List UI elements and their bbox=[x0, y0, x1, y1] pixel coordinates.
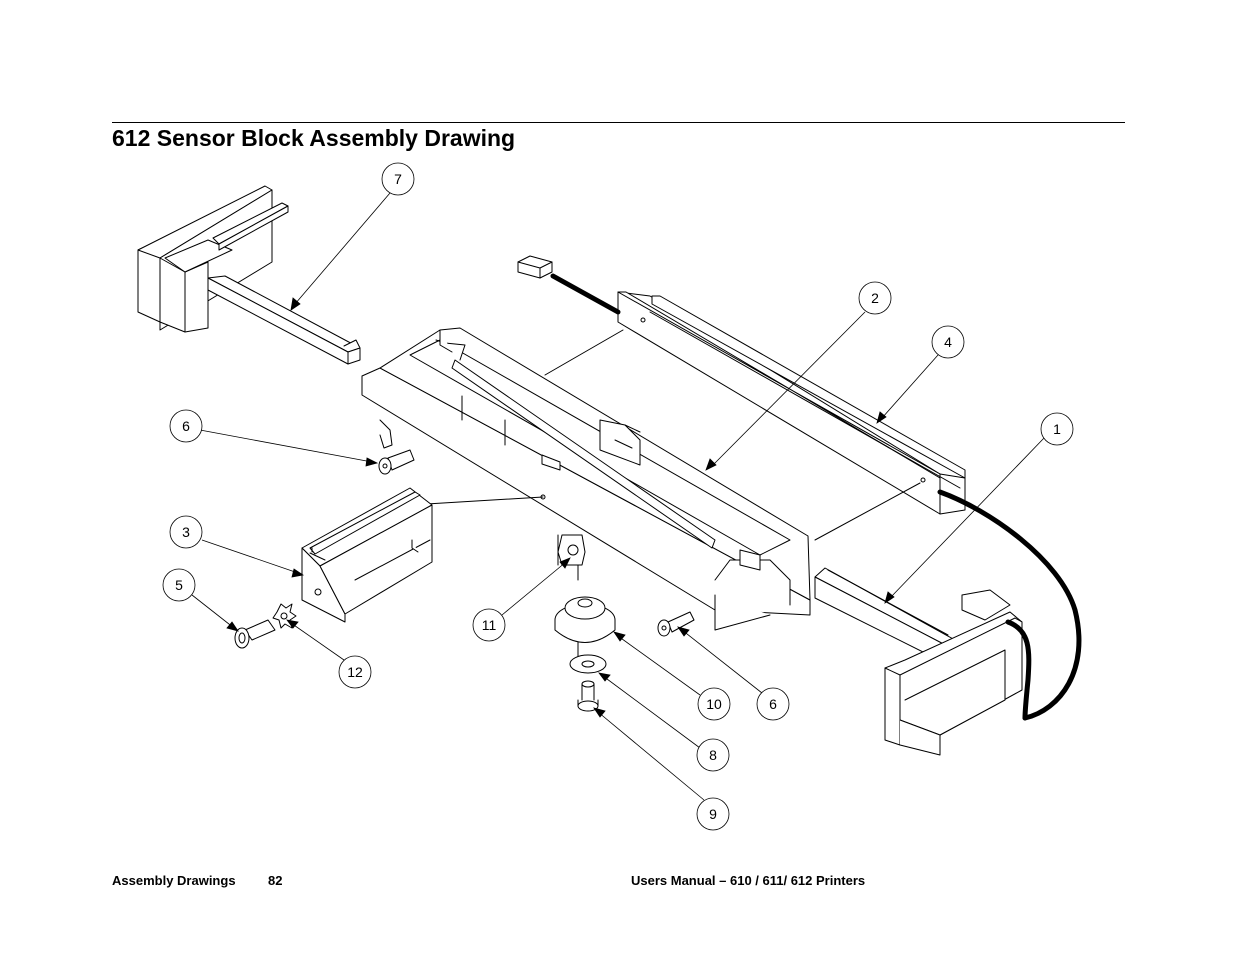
callout-6-left: 6 bbox=[169, 409, 203, 443]
callout-7: 7 bbox=[381, 162, 415, 196]
footer-section-title: Assembly Drawings bbox=[112, 873, 236, 888]
part-screw-6-left bbox=[378, 449, 415, 475]
page-title: 612 Sensor Block Assembly Drawing bbox=[112, 125, 516, 151]
part-left-bracket bbox=[137, 185, 361, 365]
part-right-bracket bbox=[814, 567, 1023, 756]
cable-top bbox=[550, 273, 621, 315]
callout-5: 5 bbox=[162, 568, 196, 602]
svg-text:1: 1 bbox=[1053, 421, 1061, 437]
svg-text:5: 5 bbox=[175, 577, 183, 593]
svg-text:3: 3 bbox=[182, 524, 190, 540]
footer-page-number: 82 bbox=[268, 873, 283, 888]
cables bbox=[550, 273, 1082, 721]
callout-3: 3 bbox=[169, 515, 203, 549]
svg-text:12: 12 bbox=[347, 664, 363, 680]
part-screw-6-right bbox=[657, 611, 695, 637]
cable-right-lead bbox=[1005, 619, 1032, 721]
svg-text:7: 7 bbox=[394, 171, 402, 187]
svg-text:6: 6 bbox=[182, 418, 190, 434]
callout-8: 8 bbox=[696, 738, 730, 772]
part-screw-5 bbox=[234, 619, 276, 649]
header-rule bbox=[112, 122, 1125, 123]
part-rear-rail bbox=[617, 291, 966, 515]
svg-text:11: 11 bbox=[482, 617, 497, 633]
svg-text:4: 4 bbox=[944, 334, 952, 350]
footer-manual-title: Users Manual – 610 / 611/ 612 Printers bbox=[631, 873, 866, 888]
svg-text:10: 10 bbox=[706, 696, 722, 712]
part-shoulder-screw bbox=[577, 680, 599, 712]
svg-text:8: 8 bbox=[709, 747, 717, 763]
cable-right bbox=[937, 489, 1082, 721]
leader-lines bbox=[191, 192, 1046, 801]
callout-2: 2 bbox=[858, 281, 892, 315]
connector-block bbox=[517, 255, 553, 279]
callout-11: 11 bbox=[472, 608, 506, 642]
callout-9: 9 bbox=[696, 797, 730, 831]
callout-6-right: 6 bbox=[756, 687, 790, 721]
part-main-beam bbox=[361, 327, 811, 631]
svg-text:2: 2 bbox=[871, 290, 879, 306]
part-pulley bbox=[554, 596, 616, 643]
callout-4: 4 bbox=[931, 325, 965, 359]
part-washer bbox=[569, 654, 607, 674]
svg-text:9: 9 bbox=[709, 806, 717, 822]
callout-1: 1 bbox=[1040, 412, 1074, 446]
part-sensor-housing bbox=[301, 487, 433, 623]
part-hex-nut bbox=[557, 534, 586, 566]
callout-10: 10 bbox=[697, 687, 731, 721]
svg-text:6: 6 bbox=[769, 696, 777, 712]
callout-12: 12 bbox=[338, 655, 372, 689]
